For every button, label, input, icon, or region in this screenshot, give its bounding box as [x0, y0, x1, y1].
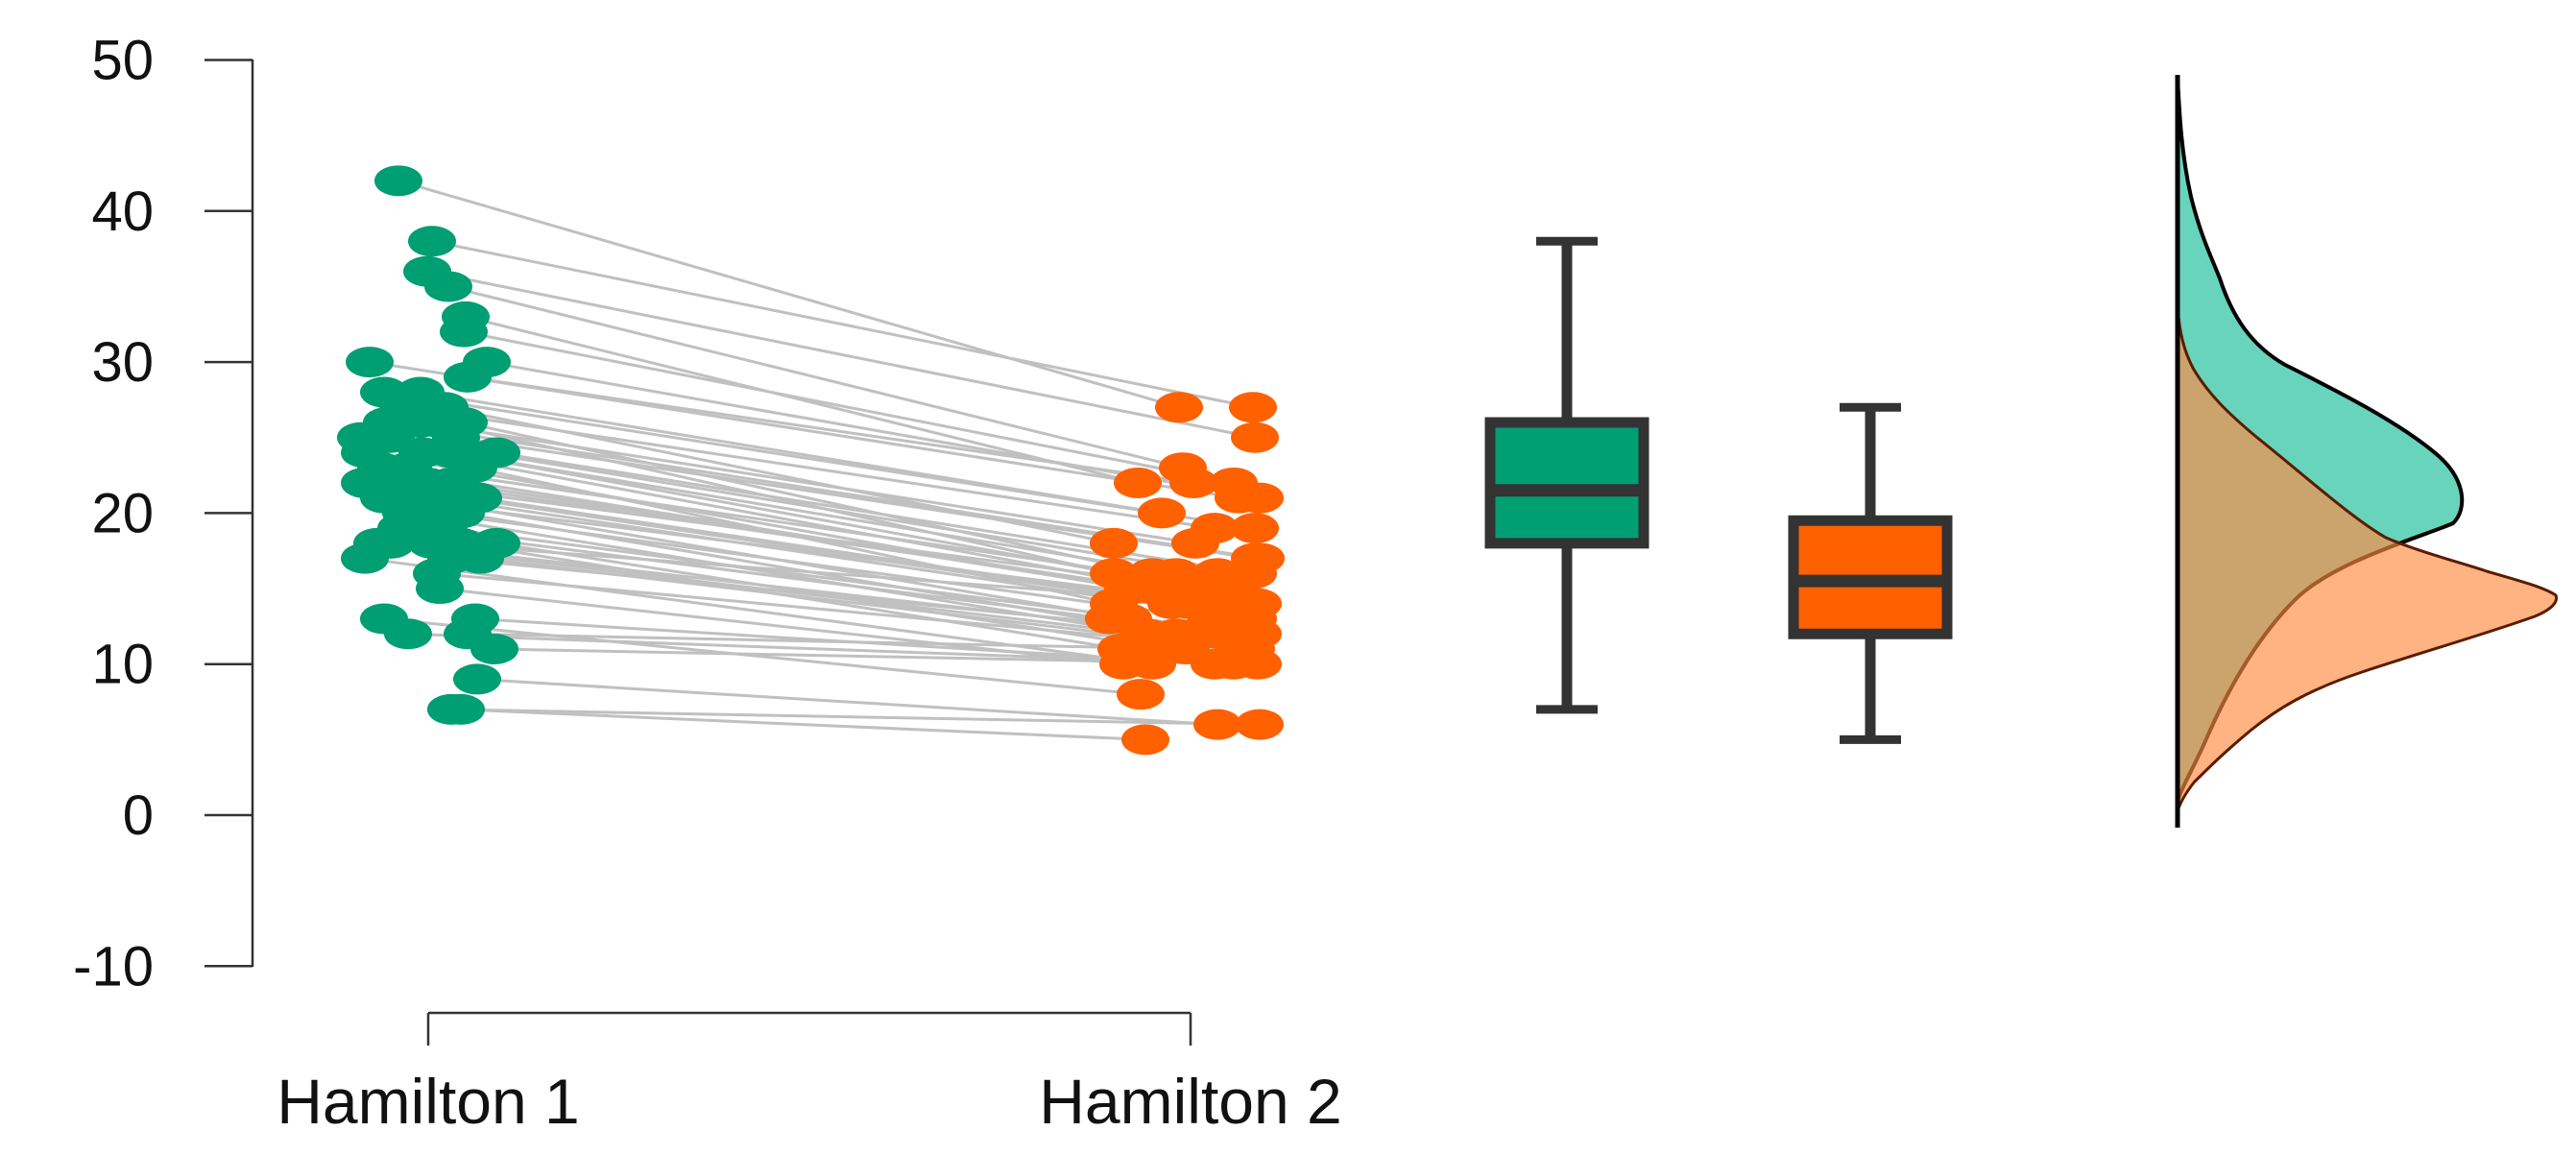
pair-line [479, 557, 1242, 651]
point-hamilton-1 [374, 165, 422, 197]
pair-line [431, 239, 1254, 409]
pair-line [397, 179, 1180, 409]
box-iqr [1484, 417, 1649, 549]
point-hamilton-1 [341, 542, 389, 574]
point-hamilton-2 [1128, 573, 1176, 605]
pair-line [460, 708, 1146, 741]
point-hamilton-2 [1117, 679, 1165, 710]
y-tick-label: -10 [73, 935, 154, 998]
y-tick-label: 50 [91, 30, 154, 92]
point-hamilton-2 [1162, 633, 1210, 664]
point-hamilton-1 [424, 271, 472, 302]
pair-line [477, 496, 1190, 606]
point-hamilton-2 [1085, 603, 1133, 635]
point-hamilton-1 [440, 316, 488, 348]
x-tick-label: Hamilton 2 [1039, 1066, 1341, 1137]
point-hamilton-2 [1231, 513, 1279, 544]
y-tick-label: 10 [91, 634, 154, 696]
point-hamilton-1 [384, 618, 432, 650]
point-hamilton-2 [1155, 392, 1203, 423]
pair-line [450, 708, 1261, 727]
boxplots [1484, 236, 1953, 744]
point-hamilton-2 [1231, 421, 1279, 453]
point-hamilton-2 [1099, 648, 1147, 680]
point-hamilton-2 [1114, 467, 1162, 498]
point-hamilton-1 [346, 347, 394, 378]
pair-line [467, 375, 1194, 485]
point-hamilton-2 [1193, 709, 1241, 740]
axes: Hamilton 1 Hamilton 2 [251, 60, 1342, 1137]
y-tick-label: 0 [123, 784, 154, 847]
x-tick-label: Hamilton 1 [277, 1066, 579, 1137]
y-ticks: -10 0 10 20 30 40 50 [73, 30, 253, 998]
point-hamilton-2 [1236, 709, 1284, 740]
point-hamilton-1 [416, 573, 464, 605]
point-hamilton-2 [1236, 482, 1284, 514]
point-hamilton-2 [1169, 467, 1217, 498]
point-hamilton-2 [1229, 392, 1277, 423]
point-hamilton-1 [470, 633, 518, 664]
pair-line [467, 632, 1187, 651]
pair-line [407, 632, 1235, 666]
boxplot-2 [1788, 402, 1953, 744]
data-points [337, 165, 1285, 756]
density-hamilton-2 [2176, 306, 2559, 812]
pair-line [465, 315, 1139, 485]
point-hamilton-2 [1205, 588, 1253, 619]
point-hamilton-1 [408, 226, 456, 257]
pair-line [390, 436, 1218, 575]
point-hamilton-2 [1138, 497, 1186, 529]
boxplot-1 [1484, 236, 1649, 714]
y-tick-label: 30 [91, 331, 154, 394]
pair-line [383, 496, 1227, 606]
pair-line [463, 330, 1235, 485]
pair-line [426, 270, 1256, 440]
pair-line [447, 284, 1184, 469]
y-tick-label: 40 [91, 180, 154, 243]
pair-line [476, 677, 1218, 727]
density-clouds [2175, 75, 2559, 828]
point-hamilton-2 [1171, 527, 1219, 559]
point-hamilton-2 [1234, 648, 1282, 680]
point-hamilton-1 [456, 542, 504, 574]
pair-line [450, 481, 1153, 590]
point-hamilton-1 [453, 663, 501, 695]
pair-line [420, 391, 1163, 515]
pair-line [383, 617, 1142, 696]
point-hamilton-2 [1121, 724, 1169, 756]
y-tick-label: 20 [91, 482, 154, 544]
point-hamilton-2 [1090, 527, 1138, 559]
point-hamilton-1 [444, 361, 492, 393]
point-hamilton-1 [437, 693, 485, 725]
pair-line [463, 421, 1153, 575]
